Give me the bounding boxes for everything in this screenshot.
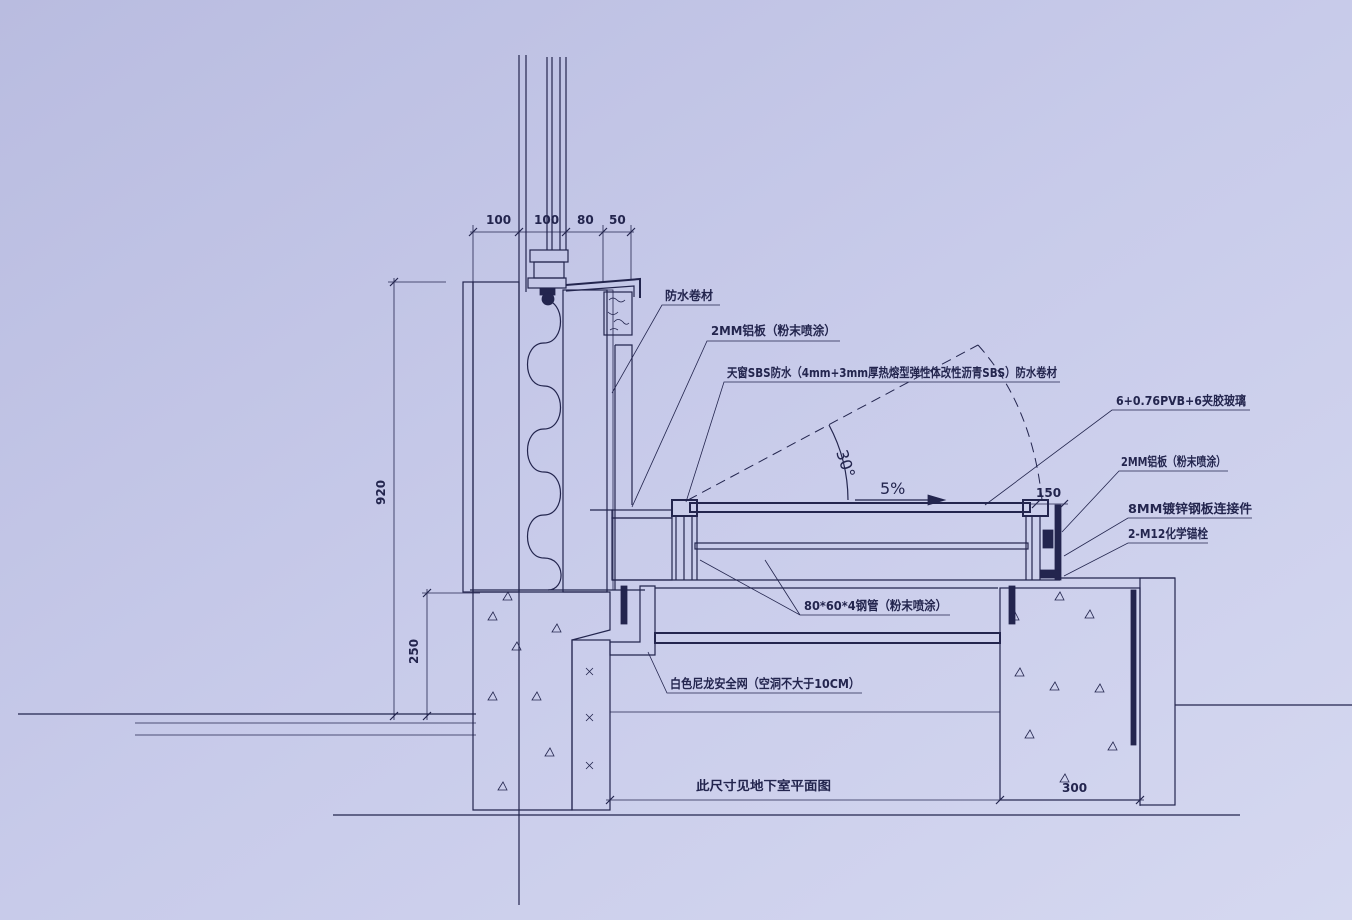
dimension-ticks xyxy=(468,227,636,237)
safety-net-leader xyxy=(647,651,862,694)
dimension-top-1: 100 xyxy=(486,213,511,227)
dimension-ticks xyxy=(605,795,1145,805)
opening-sweep-line xyxy=(687,344,979,501)
skylight-assembly xyxy=(611,499,1062,644)
slope-arrow-head xyxy=(927,494,947,506)
laminated-glass-leader xyxy=(984,409,1250,506)
aluminum-panel-right-leader xyxy=(1061,470,1228,533)
aluminum-panel-right-label: 2MM铝板（粉末喷涂） xyxy=(1121,454,1226,469)
right-concrete-wall xyxy=(999,577,1176,806)
skylight-sbs-leader xyxy=(685,381,1060,503)
waterproof-membrane-label: 防水卷材 xyxy=(665,288,713,303)
chemical-anchor-label: 2-M12化学锚栓 xyxy=(1128,526,1208,541)
top-dimension-chain: 100 100 80 50 xyxy=(468,213,636,282)
callouts: 防水卷材 2MM铝板（粉末喷涂） 天窗SBS防水（4mm+3mm厚热熔型弹性体改… xyxy=(611,288,1253,694)
parapet-wall xyxy=(462,277,641,593)
dimension-300: 300 xyxy=(1062,781,1087,795)
opening-sweep-arc xyxy=(977,344,1043,501)
height-dimensions: 920 250 xyxy=(374,277,480,721)
dimension-top-4: 50 xyxy=(609,213,626,227)
mortar-layer xyxy=(609,585,656,656)
waterproof-membrane-leader xyxy=(611,304,720,394)
stone-filler-marks xyxy=(607,297,630,331)
laminated-glass-label: 6+0.76PVB+6夹胶玻璃 xyxy=(1116,393,1246,408)
aluminum-panel-top-label: 2MM铝板（粉末喷涂） xyxy=(711,323,836,338)
wall-membrane xyxy=(1130,589,1137,746)
brick-column xyxy=(571,639,611,811)
aluminum-panel-top-leader xyxy=(631,340,840,508)
left-concrete-curb xyxy=(470,585,656,811)
dimension-top-3: 80 xyxy=(577,213,594,227)
aggregate-marks xyxy=(1009,591,1118,783)
aluminum-cladding xyxy=(614,344,633,590)
dimension-920: 920 xyxy=(374,480,388,505)
slope-label: 5% xyxy=(880,479,905,498)
angle-arc xyxy=(828,424,849,501)
steel-tube-leader xyxy=(699,559,950,616)
top-flashing-inner xyxy=(565,285,635,297)
anchor-bolt-left xyxy=(620,585,628,625)
steel-tube xyxy=(654,632,1001,644)
bottom-dimension: 此尺寸见地下室平面图 300 xyxy=(605,778,1145,806)
right-frame-profile xyxy=(1025,516,1041,580)
right-frame-gasket xyxy=(1042,529,1054,549)
backer-rod xyxy=(541,292,555,306)
dimension-ticks xyxy=(1031,499,1069,509)
top-flashing xyxy=(565,277,641,298)
brick-cross-marks xyxy=(585,667,594,770)
anchor-bolt-right xyxy=(1008,585,1016,625)
right-frame-head xyxy=(1022,499,1049,517)
dimension-ticks xyxy=(422,588,432,721)
steel-plate-connector-label: 8MM镀锌钢板连接件 xyxy=(1128,501,1253,516)
steel-plate-connector xyxy=(1054,504,1062,581)
chemical-anchor-leader xyxy=(1063,542,1208,577)
corrugated-sheet xyxy=(526,299,562,591)
dimension-250: 250 xyxy=(407,639,421,664)
frame-base-block xyxy=(1039,569,1061,579)
dimension-top-2: 100 xyxy=(534,213,559,227)
steel-plate-connector-leader xyxy=(1063,517,1252,557)
steel-tube-label: 80*60*4钢管（粉末喷涂） xyxy=(804,598,947,613)
ground-lines xyxy=(18,704,1352,816)
left-frame-profile xyxy=(675,516,698,580)
laminated-glass-panel xyxy=(689,502,1031,513)
mid-rail xyxy=(694,542,1029,550)
dimension-150: 150 xyxy=(1036,486,1061,500)
stone-filler xyxy=(603,291,633,336)
dimension-ticks xyxy=(389,277,399,721)
rigid-insulation xyxy=(611,517,673,581)
basement-reference-label: 此尺寸见地下室平面图 xyxy=(696,778,831,793)
aggregate-marks xyxy=(487,591,562,791)
skylight-sbs-label: 天窗SBS防水（4mm+3mm厚热熔型弹性体改性沥青SBS）防水卷材 xyxy=(727,365,1057,380)
safety-net-label: 白色尼龙安全网（空洞不大于10CM） xyxy=(670,676,860,691)
